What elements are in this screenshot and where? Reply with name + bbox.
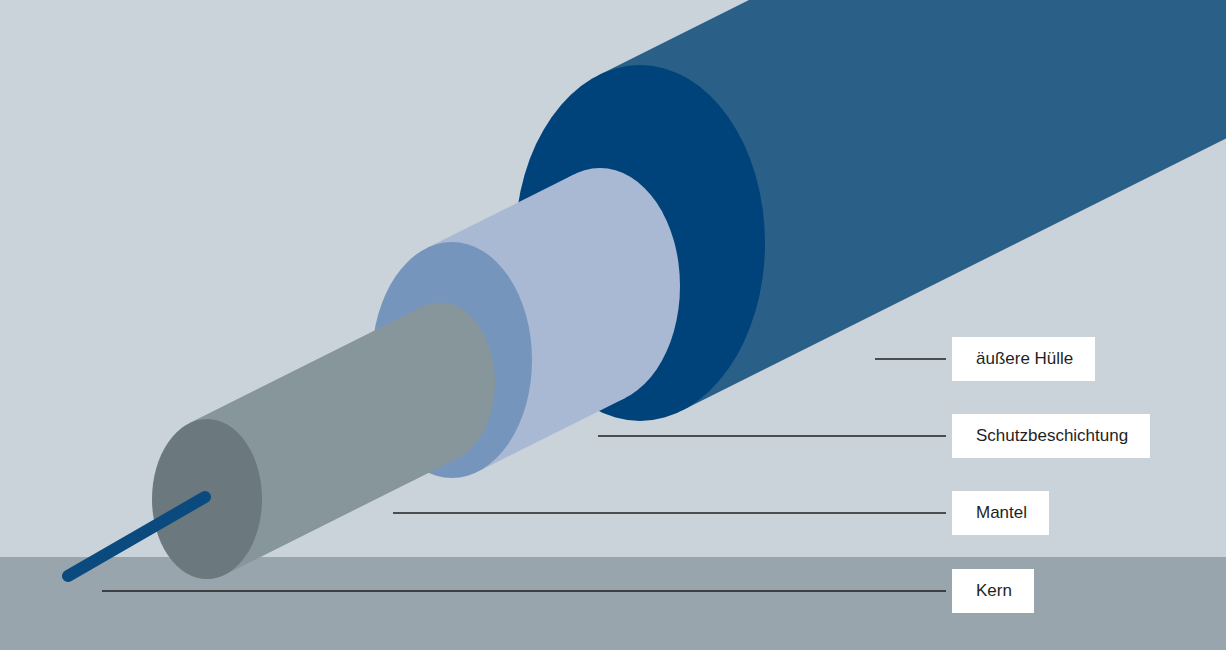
core-fiber — [68, 497, 205, 576]
leader-line — [393, 512, 946, 514]
part-label: äußere Hülle — [952, 337, 1095, 381]
part-label: Mantel — [952, 491, 1049, 535]
part-label: Kern — [952, 569, 1034, 613]
leader-line — [598, 435, 946, 437]
part-label: Schutzbeschichtung — [952, 414, 1150, 458]
leader-line — [102, 590, 946, 592]
leader-line — [875, 358, 946, 360]
